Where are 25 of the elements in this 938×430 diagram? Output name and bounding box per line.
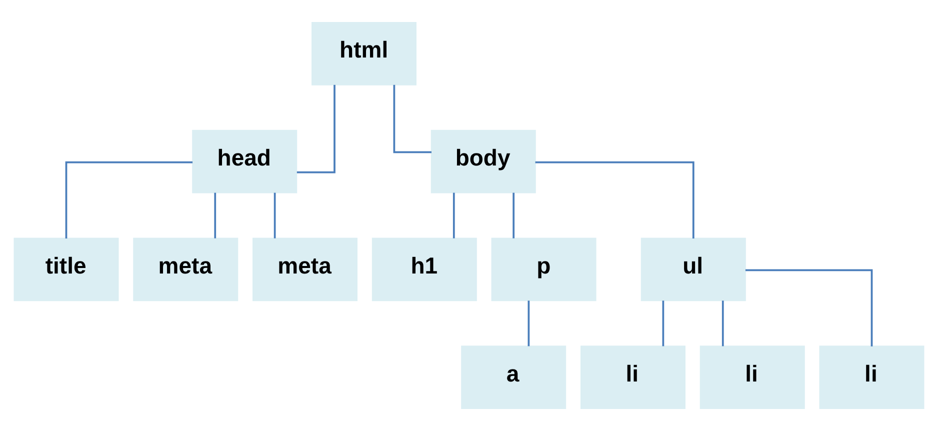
node-box: li xyxy=(700,345,805,408)
connector xyxy=(214,192,216,238)
node-box: h1 xyxy=(372,237,477,301)
connector xyxy=(452,192,455,238)
connector xyxy=(65,160,193,238)
connector xyxy=(393,84,432,153)
connector xyxy=(528,300,530,346)
node-box: ul xyxy=(640,237,746,301)
connector xyxy=(745,268,873,346)
node-box: p xyxy=(491,237,596,301)
node-box: li xyxy=(580,345,686,408)
node-box: body xyxy=(430,129,536,193)
node-box: title xyxy=(14,237,119,301)
connector xyxy=(662,300,664,346)
node-box: html xyxy=(312,22,416,85)
node-box: head xyxy=(192,129,298,193)
connector xyxy=(512,192,515,238)
node-box: a xyxy=(461,345,566,408)
node-box: meta xyxy=(133,237,238,301)
connector xyxy=(274,192,276,238)
connector xyxy=(722,300,724,346)
connector xyxy=(296,84,336,173)
node-box: li xyxy=(819,345,924,408)
node-box: meta xyxy=(252,237,358,301)
connector xyxy=(535,160,694,238)
